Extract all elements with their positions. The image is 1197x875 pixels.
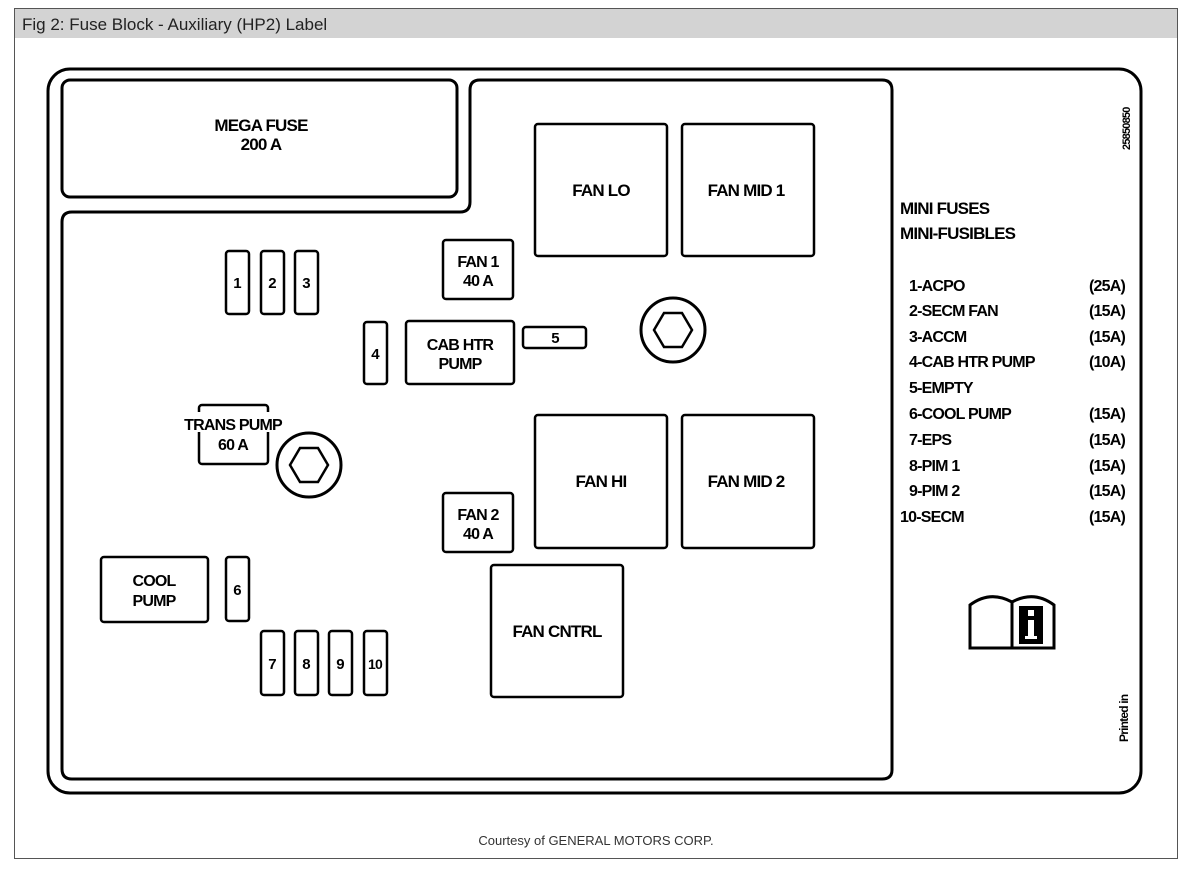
fuse-fan-2-rating: 40 A — [463, 526, 494, 543]
legend-item-rating: (15A) — [1089, 432, 1125, 449]
legend-item-name: 6-COOL PUMP — [909, 406, 1012, 423]
relay-cab-htr-pump — [404, 319, 516, 386]
mini-fuse-1 — [224, 249, 251, 316]
relay-fan-cntrl-label: FAN CNTRL — [512, 622, 602, 641]
legend-title: MINI FUSES — [900, 199, 990, 218]
relay-fan-cntrl — [489, 563, 625, 699]
legend-item-rating: (15A) — [1089, 303, 1125, 320]
hex-bolt-icon — [639, 296, 707, 364]
fuse-fan-2-label: FAN 2 — [457, 507, 499, 524]
mini-fuse-6 — [224, 555, 251, 623]
cool-pump-label-2: PUMP — [132, 593, 176, 610]
mini-fuse-4 — [362, 320, 389, 386]
legend-item-name: 4-CAB HTR PUMP — [909, 354, 1036, 371]
fuse-fan-1 — [441, 238, 515, 301]
printed-in-text: Printed in — [1117, 694, 1131, 742]
fuse-area-outline — [60, 78, 894, 781]
label-outline — [46, 67, 1143, 795]
mega-fuse-block — [60, 78, 459, 199]
mini-fuse-5 — [521, 325, 588, 350]
legend-item-name: 7-EPS — [909, 432, 952, 449]
part-number: 25850850 — [1121, 107, 1133, 150]
mini-fuse-7 — [259, 629, 286, 697]
relay-cool-pump — [99, 555, 210, 624]
mini-fuse-3-label: 3 — [302, 275, 310, 292]
relay-fan-mid-2-label: FAN MID 2 — [708, 472, 785, 491]
mini-fuse-3 — [293, 249, 320, 316]
mini-fuse-7-label: 7 — [268, 656, 276, 673]
hex-bolt-icon — [275, 431, 343, 499]
mini-fuse-5-label: 5 — [551, 330, 559, 347]
mini-fuse-10 — [362, 629, 389, 697]
mega-fuse-rating: 200 A — [241, 135, 282, 154]
mini-fuse-8 — [293, 629, 320, 697]
legend-item-name: 3-ACCM — [909, 329, 967, 346]
fuse-fan-1-label: FAN 1 — [457, 254, 499, 271]
legend-item-name: 5-EMPTY — [909, 380, 974, 397]
legend-item-rating: (15A) — [1089, 483, 1125, 500]
legend-item-rating: (15A) — [1089, 458, 1125, 475]
cab-htr-pump-label-2: PUMP — [438, 356, 482, 373]
relay-fan-mid-1 — [680, 122, 816, 258]
trans-pump-label-bg — [170, 412, 296, 432]
figure-frame: Fig 2: Fuse Block - Auxiliary (HP2) Labe… — [14, 8, 1178, 859]
legend-item-name: 1-ACPO — [909, 278, 965, 295]
legend-item-name: 10-SECM — [900, 509, 964, 526]
mini-fuse-6-label: 6 — [233, 582, 241, 599]
fuse-fan-2 — [441, 491, 515, 554]
legend-item-rating: (15A) — [1089, 509, 1125, 526]
mini-fuse-2-label: 2 — [268, 275, 276, 292]
fuse-trans-pump — [197, 403, 270, 466]
figure-credit: Courtesy of GENERAL MOTORS CORP. — [478, 833, 714, 848]
mini-fuse-9 — [327, 629, 354, 697]
legend-item-name: 9-PIM 2 — [909, 483, 960, 500]
cab-htr-pump-label-1: CAB HTR — [427, 337, 495, 354]
legend-item-rating: (25A) — [1089, 278, 1125, 295]
legend-subtitle: MINI-FUSIBLES — [900, 224, 1016, 243]
trans-pump-rating: 60 A — [218, 437, 249, 454]
legend-item-name: 8-PIM 1 — [909, 458, 960, 475]
legend-item-rating: (15A) — [1089, 329, 1125, 346]
mini-fuse-1-label: 1 — [233, 275, 241, 292]
mini-fuse-8-label: 8 — [302, 656, 310, 673]
cool-pump-label-1: COOL — [132, 573, 176, 590]
relay-fan-mid-1-label: FAN MID 1 — [708, 181, 785, 200]
fuse-fan-1-rating: 40 A — [463, 273, 494, 290]
relay-fan-lo — [533, 122, 669, 258]
legend-item-rating: (10A) — [1089, 354, 1125, 371]
legend-item-name: 2-SECM FAN — [909, 303, 998, 320]
mini-fuse-9-label: 9 — [336, 656, 344, 673]
relay-fan-hi-label: FAN HI — [576, 472, 627, 491]
trans-pump-label: TRANS PUMP — [184, 417, 283, 434]
relay-fan-mid-2 — [680, 413, 816, 550]
mega-fuse-label: MEGA FUSE — [214, 116, 308, 135]
caption-bar: Fig 2: Fuse Block - Auxiliary (HP2) Labe… — [15, 9, 1177, 38]
mini-fuse-4-label: 4 — [371, 346, 380, 363]
relay-fan-lo-label: FAN LO — [572, 181, 630, 200]
mini-fuse-2 — [259, 249, 286, 316]
mini-fuse-10-label: 10 — [368, 656, 383, 672]
owner-manual-info-icon — [968, 595, 1056, 650]
relay-fan-hi — [533, 413, 669, 550]
figure-caption: Fig 2: Fuse Block - Auxiliary (HP2) Labe… — [22, 15, 328, 34]
legend-item-rating: (15A) — [1089, 406, 1125, 423]
